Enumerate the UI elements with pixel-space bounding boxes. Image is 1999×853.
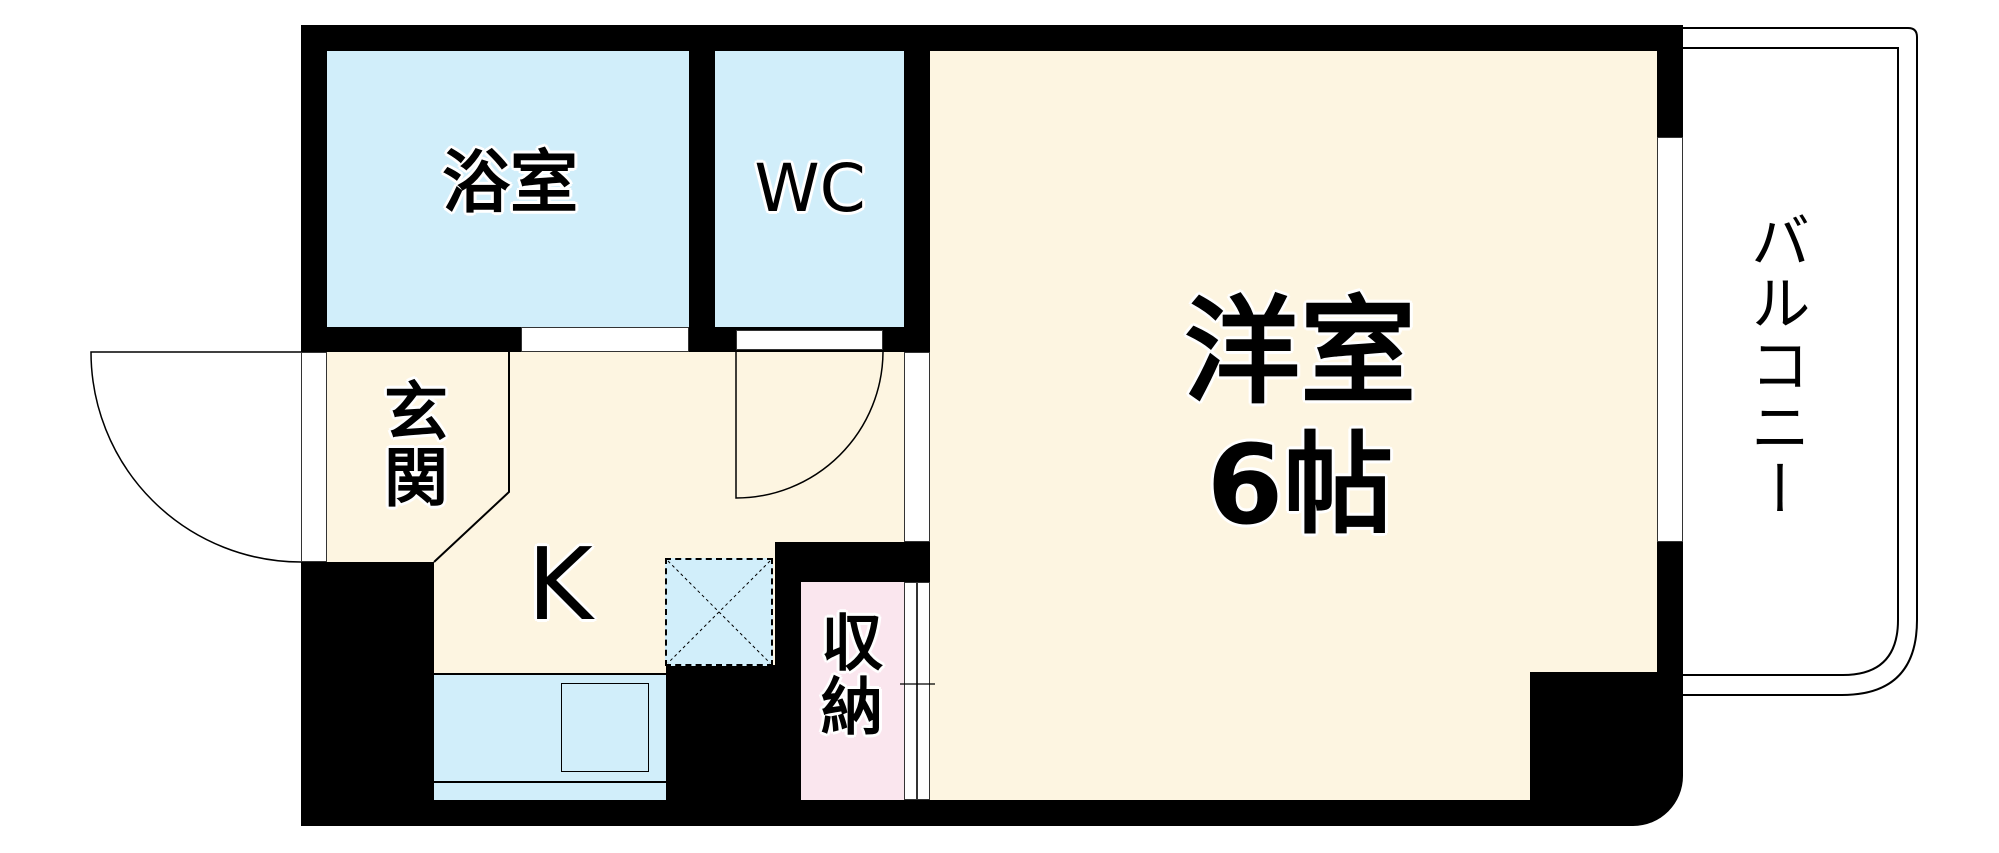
entrance-label: 玄関 — [373, 378, 447, 510]
counter-edge-line — [434, 781, 666, 783]
outer-wall-top — [301, 25, 1683, 51]
bathroom — [327, 51, 689, 327]
wall-storage-left — [775, 542, 801, 826]
kitchen-counter — [434, 673, 666, 800]
outer-wall-left — [301, 25, 327, 352]
entrance-door-frame[interactable] — [301, 352, 327, 562]
western-room-size: 6帖 — [1206, 421, 1394, 549]
bathroom-door[interactable] — [521, 327, 689, 352]
sink-basin — [561, 683, 649, 772]
toilet-door-swing-icon — [735, 351, 884, 499]
storage-door[interactable] — [904, 582, 917, 800]
storage — [801, 582, 904, 800]
outer-wall-bottom-right — [930, 800, 1550, 826]
western-room-door[interactable] — [904, 352, 930, 542]
kitchen-label: K — [527, 526, 593, 643]
storage-door-2[interactable] — [917, 582, 930, 800]
toilet-door[interactable] — [736, 330, 883, 350]
balcony-outer-rail — [1683, 27, 1918, 696]
toilet-label: WC — [754, 150, 866, 227]
balcony-inner-rail — [1683, 47, 1899, 676]
entrance-step-line — [433, 352, 510, 563]
bathroom-label: 浴室 — [441, 144, 578, 223]
wall-bath-wc — [689, 25, 715, 352]
toilet — [715, 51, 904, 327]
western-room-label: 洋室 — [1184, 285, 1416, 420]
wall-block-bottom-left — [301, 562, 434, 826]
wall-block-bottom-right — [1530, 672, 1683, 826]
wall-wc-western — [904, 25, 930, 352]
balcony-label: バルコニー — [1740, 210, 1810, 520]
balcony-window[interactable] — [1657, 137, 1683, 542]
storage-label: 収納 — [810, 610, 883, 738]
entrance-door-swing-icon — [90, 351, 302, 563]
